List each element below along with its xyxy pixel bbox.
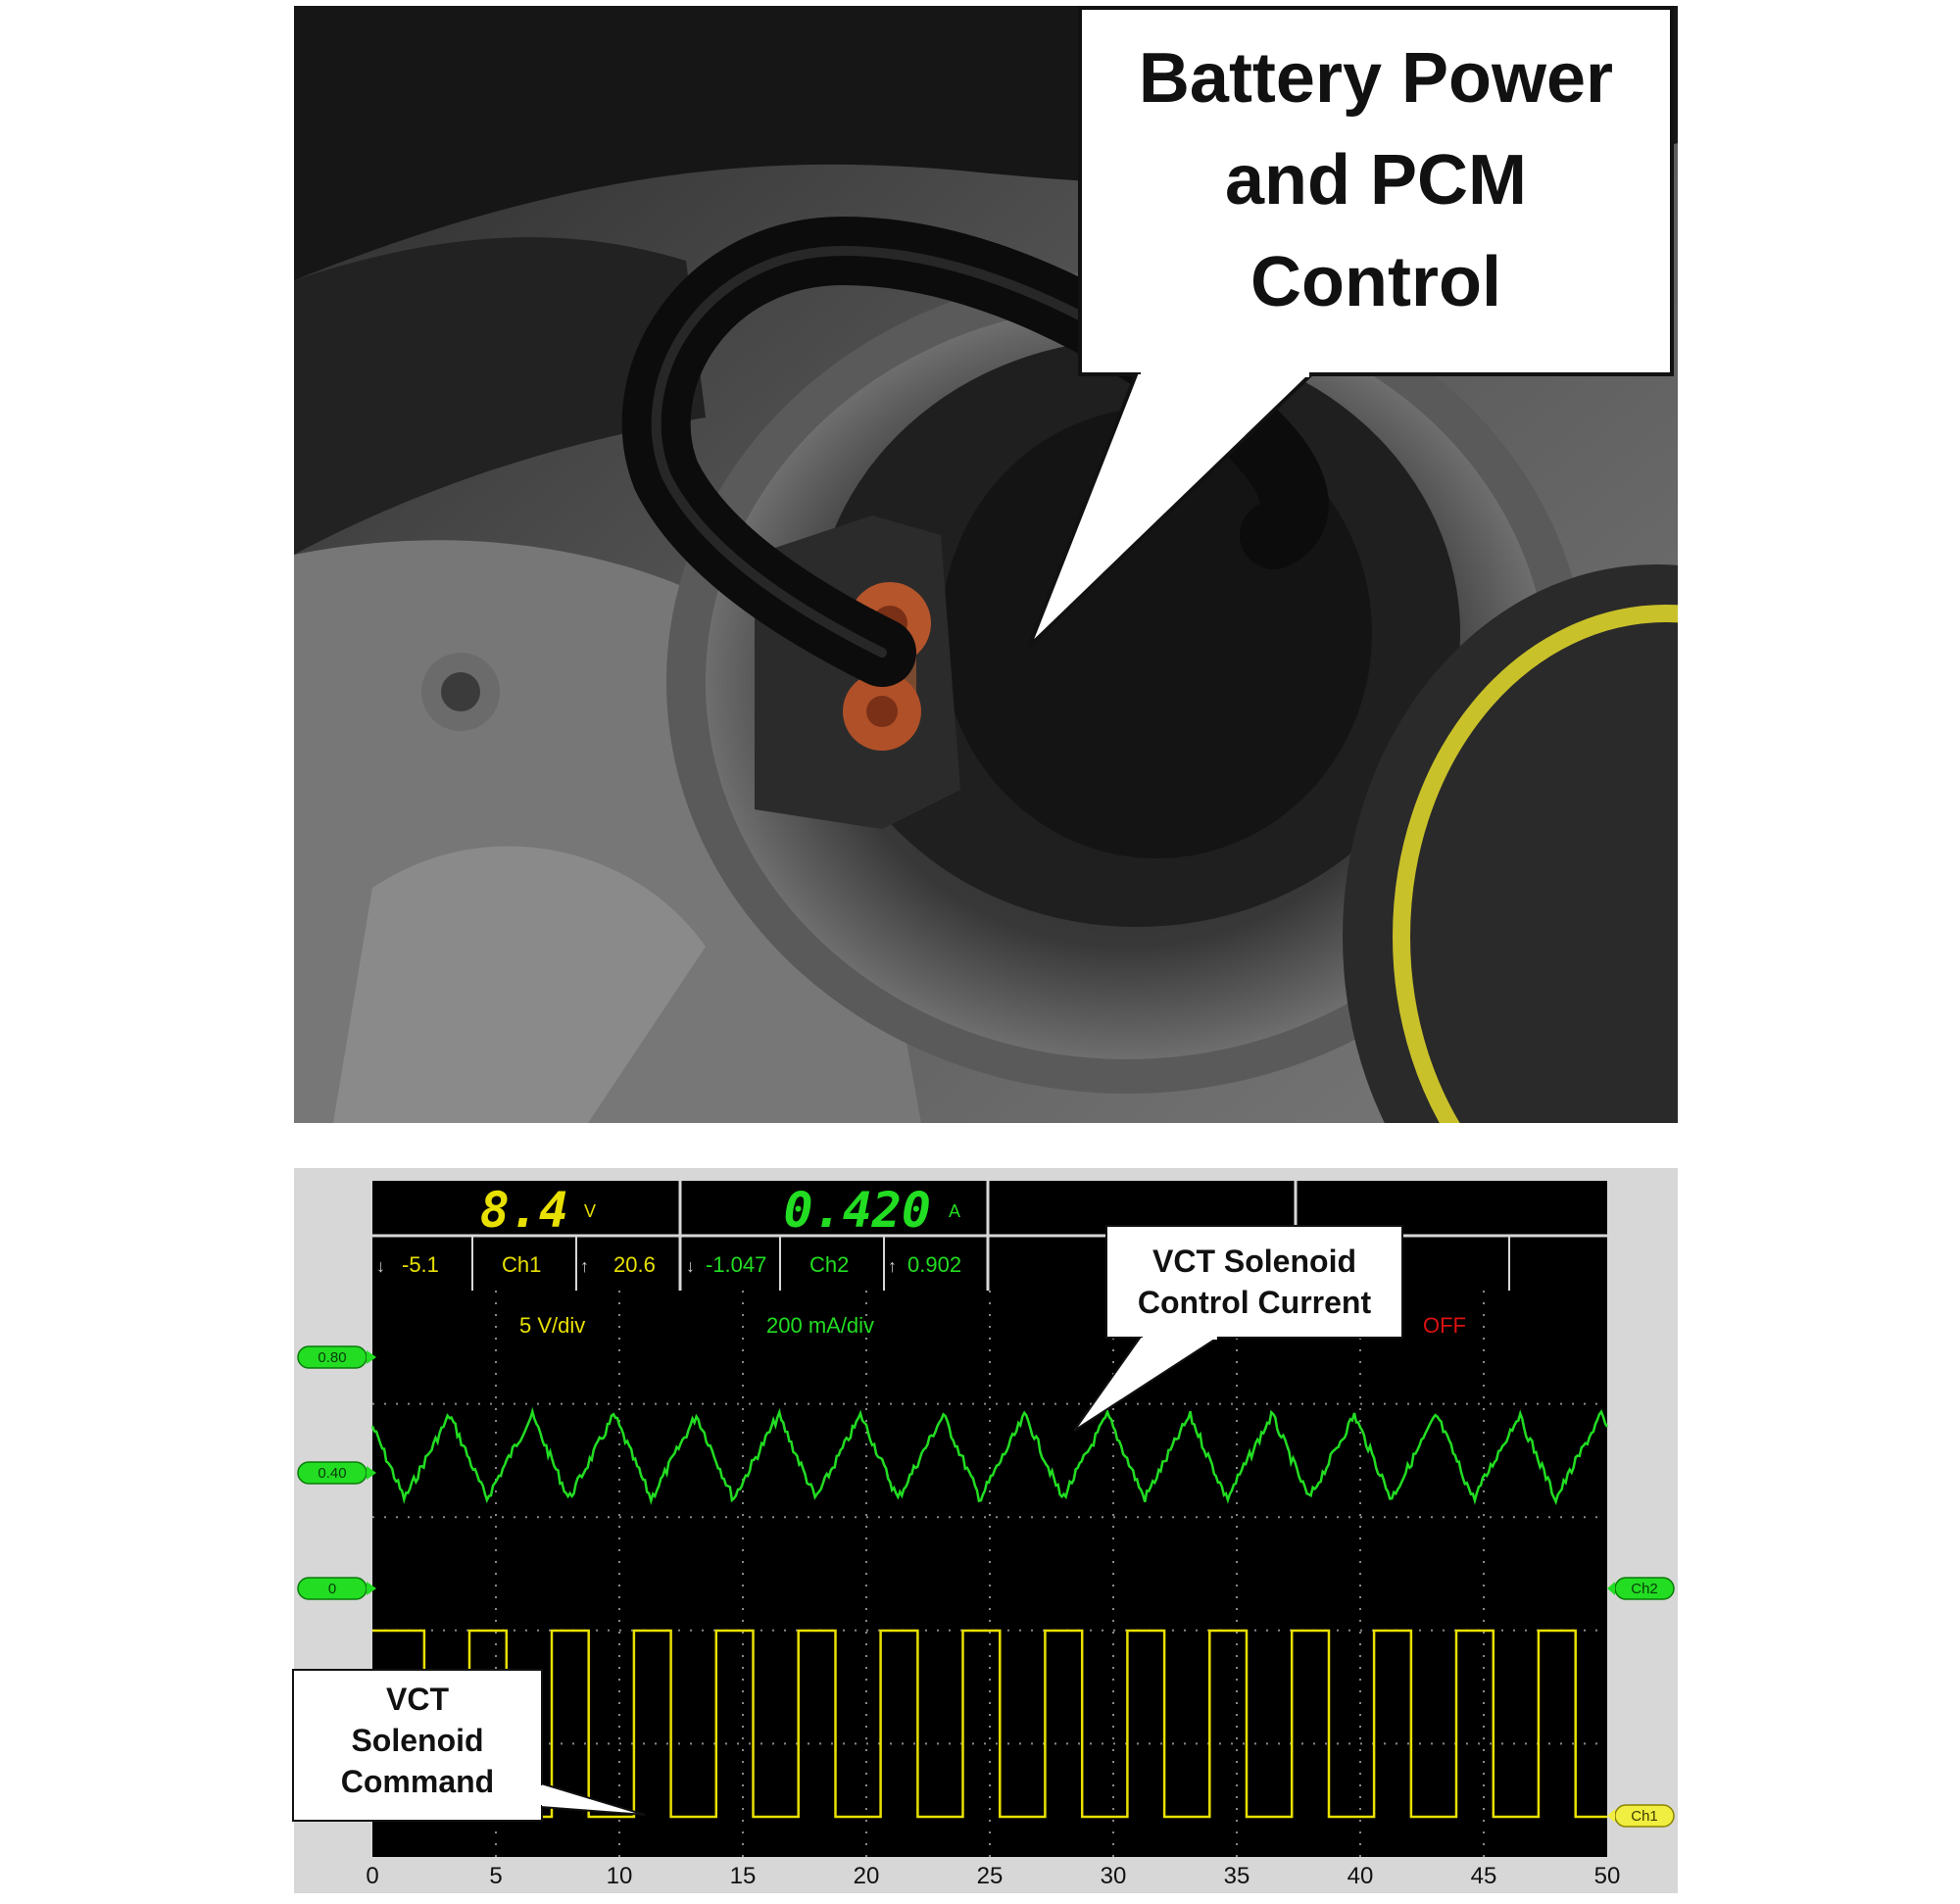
ch3-state: OFF bbox=[1423, 1313, 1466, 1338]
marker-0-80[interactable]: 0.80 bbox=[297, 1345, 376, 1369]
callout-line-2: Control Current bbox=[1137, 1285, 1372, 1320]
ch2-reading: 0.420 bbox=[783, 1182, 931, 1239]
x-tick-label: 25 bbox=[977, 1863, 1004, 1889]
control-current-callout: VCT Solenoid Control Current bbox=[1105, 1225, 1403, 1339]
oscilloscope-display: 8.4 V 0.420 A ↓ -5.1 Ch1 ↑ 20.6 ↓ -1.047… bbox=[297, 1181, 1675, 1889]
ch1-label: Ch1 bbox=[502, 1252, 541, 1277]
callout-line-2: Solenoid bbox=[351, 1723, 484, 1758]
marker-0-40[interactable]: 0.40 bbox=[297, 1461, 376, 1485]
x-tick-label: 30 bbox=[1101, 1863, 1127, 1889]
callout-line-3: Command bbox=[340, 1764, 495, 1799]
marker-label: 0.80 bbox=[318, 1349, 346, 1366]
marker-label: 0.40 bbox=[318, 1465, 346, 1482]
ch1-scale: 5 V/div bbox=[519, 1313, 585, 1338]
callout-line-1: VCT Solenoid bbox=[1152, 1244, 1356, 1279]
x-tick-label: 40 bbox=[1348, 1863, 1374, 1889]
marker-label: 0 bbox=[328, 1581, 336, 1597]
callout-line-3: Control bbox=[1250, 243, 1501, 321]
ch1-min-arrow-icon: ↓ bbox=[376, 1256, 385, 1276]
x-tick-label: 0 bbox=[366, 1863, 378, 1889]
ch2-min: -1.047 bbox=[706, 1252, 766, 1277]
plot-grid bbox=[372, 1291, 1607, 1857]
x-tick-label: 15 bbox=[730, 1863, 757, 1889]
marker-label: Ch1 bbox=[1631, 1808, 1658, 1825]
callout-line-2: and PCM bbox=[1224, 141, 1527, 220]
ch2-max: 0.902 bbox=[907, 1252, 961, 1277]
marker-0[interactable]: 0 bbox=[297, 1577, 376, 1600]
solenoid-command-callout: VCT Solenoid Command bbox=[292, 1669, 543, 1822]
current-callout-pointer bbox=[1073, 1337, 1221, 1432]
x-tick-label: 5 bbox=[489, 1863, 502, 1889]
ch1-command-trace bbox=[372, 1629, 1607, 1819]
x-tick-label: 20 bbox=[854, 1863, 880, 1889]
ch1-max-arrow-icon: ↑ bbox=[580, 1256, 589, 1276]
ch1-reading: 8.4 bbox=[480, 1182, 568, 1239]
ch2-min-arrow-icon: ↓ bbox=[686, 1256, 695, 1276]
x-tick-label: 45 bbox=[1471, 1863, 1497, 1889]
x-tick-label: 50 bbox=[1594, 1863, 1621, 1889]
ch2-unit: A bbox=[949, 1201, 960, 1221]
callout-line-1: Battery Power bbox=[1138, 39, 1614, 118]
ch1-unit: V bbox=[584, 1201, 596, 1221]
battery-callout-pointer bbox=[1027, 372, 1316, 649]
ch2-current-trace bbox=[370, 1406, 1609, 1506]
ch2-label: Ch2 bbox=[809, 1252, 849, 1277]
command-callout-pointer bbox=[541, 1782, 646, 1816]
ch2-scale: 200 mA/div bbox=[766, 1313, 874, 1338]
ch2-max-arrow-icon: ↑ bbox=[888, 1256, 897, 1276]
ch2-offset-marker[interactable]: Ch2 bbox=[1607, 1577, 1675, 1600]
ch1-max: 20.6 bbox=[613, 1252, 656, 1277]
x-axis-ticks: 0 5 10 15 20 25 30 35 40 45 50 bbox=[366, 1863, 1620, 1889]
ch1-min: -5.1 bbox=[402, 1252, 439, 1277]
ch1-offset-marker[interactable]: Ch1 bbox=[1607, 1804, 1675, 1828]
x-tick-label: 35 bbox=[1224, 1863, 1250, 1889]
callout-line-1: VCT bbox=[386, 1682, 449, 1717]
marker-label: Ch2 bbox=[1631, 1581, 1658, 1597]
x-tick-label: 10 bbox=[607, 1863, 633, 1889]
battery-power-callout: Battery Power and PCM Control bbox=[1078, 6, 1674, 376]
